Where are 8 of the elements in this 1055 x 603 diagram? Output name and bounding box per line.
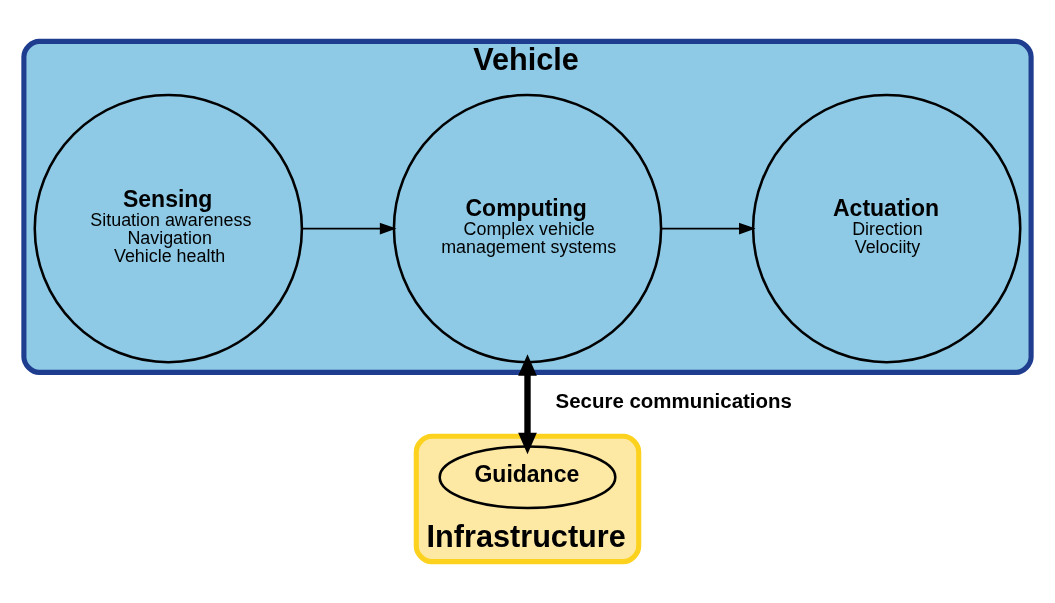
- arrow: [518, 354, 537, 455]
- node-circle: Actuation Direction Velociity: [751, 93, 1022, 364]
- arrow: [301, 222, 397, 235]
- node-circle: Computing Complex vehicle management systems: [392, 93, 663, 364]
- node-ellipse: Guidance: [438, 445, 617, 510]
- arrow: [660, 222, 756, 235]
- edge-label: Secure communications: [555, 388, 792, 412]
- node-circle: Sensing Situation awareness Navigation Vehicle health: [33, 93, 304, 364]
